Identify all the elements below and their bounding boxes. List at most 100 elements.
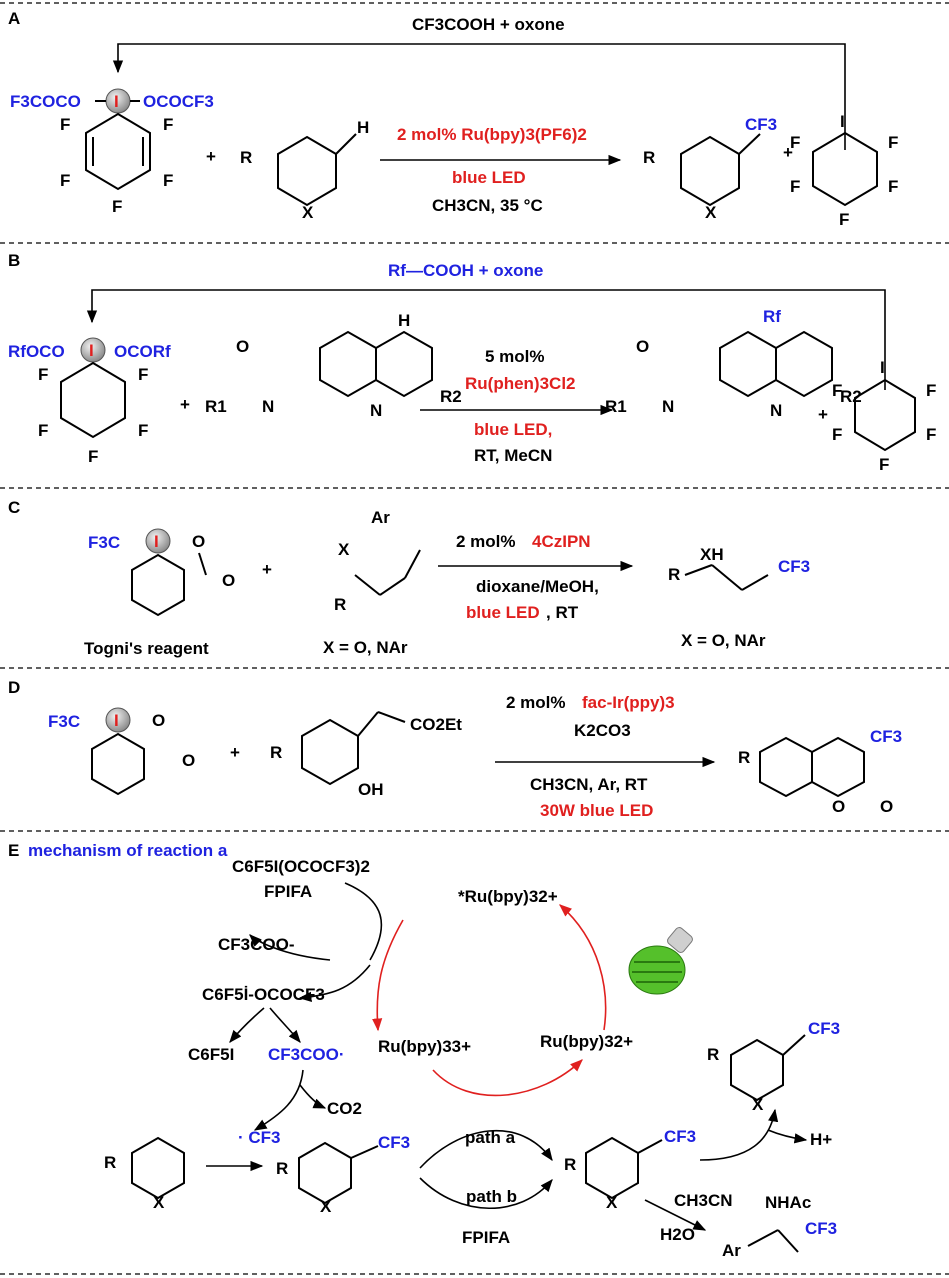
- svg-text:R: R: [564, 1155, 576, 1174]
- svg-text:OCORf: OCORf: [114, 342, 171, 361]
- svg-text:F: F: [60, 115, 70, 134]
- svg-text:+: +: [783, 143, 793, 162]
- svg-text:Ru(bpy)32+: Ru(bpy)32+: [540, 1032, 633, 1051]
- svg-text:N: N: [370, 401, 382, 420]
- svg-text:O: O: [152, 711, 165, 730]
- svg-text:, RT: , RT: [546, 603, 579, 622]
- svg-text:F3C: F3C: [88, 533, 120, 552]
- section-a-conditions: CH3CN, 35 °C: [432, 196, 543, 215]
- svg-text:R: R: [240, 148, 252, 167]
- svg-text:O: O: [880, 797, 893, 816]
- section-b: B Rf—COOH + oxone RfOCO I OCORf F F F F …: [8, 251, 936, 474]
- svg-text:X: X: [320, 1197, 332, 1216]
- svg-text:X: X: [302, 203, 314, 222]
- svg-text:I: I: [840, 112, 845, 131]
- svg-text:F: F: [888, 177, 898, 196]
- svg-text:Ru(bpy)33+: Ru(bpy)33+: [378, 1037, 471, 1056]
- svg-text:E: E: [8, 841, 19, 860]
- svg-text:F: F: [163, 115, 173, 134]
- svg-text:R2: R2: [840, 387, 862, 406]
- svg-text:RfOCO: RfOCO: [8, 342, 65, 361]
- svg-text:X: X: [153, 1193, 165, 1212]
- svg-text:4CzIPN: 4CzIPN: [532, 532, 591, 551]
- svg-text:X = O, NAr: X = O, NAr: [681, 631, 766, 650]
- svg-text:N: N: [770, 401, 782, 420]
- section-b-top-reagents: Rf—COOH + oxone: [388, 261, 543, 280]
- section-a-label: A: [8, 9, 20, 28]
- svg-text:FPIFA: FPIFA: [264, 882, 312, 901]
- svg-text:F: F: [60, 171, 70, 190]
- svg-text:I: I: [114, 711, 119, 730]
- section-a-arene: [277, 135, 337, 207]
- svg-text:fac-Ir(ppy)3: fac-Ir(ppy)3: [582, 693, 675, 712]
- svg-text:C6F5I: C6F5I: [188, 1045, 234, 1064]
- svg-text:path a: path a: [465, 1128, 516, 1147]
- svg-text:I: I: [154, 532, 159, 551]
- section-a-reagent-right: OCOCF3: [143, 92, 214, 111]
- svg-text:O: O: [636, 337, 649, 356]
- section-b-label: B: [8, 251, 20, 270]
- svg-text:R: R: [270, 743, 282, 762]
- svg-text:2 mol%: 2 mol%: [506, 693, 566, 712]
- svg-text:R: R: [668, 565, 680, 584]
- svg-text:F: F: [38, 421, 48, 440]
- excited-ru: *Ru(bpy)32+: [458, 887, 558, 906]
- svg-text:CF3COO·: CF3COO·: [268, 1045, 345, 1064]
- svg-text:RT, MeCN: RT, MeCN: [474, 446, 552, 465]
- svg-text:+: +: [180, 395, 190, 414]
- svg-text:F: F: [926, 425, 936, 444]
- togni-label: Togni's reagent: [84, 639, 209, 658]
- svg-text:+: +: [262, 560, 272, 579]
- section-a-iodine: I: [114, 92, 119, 111]
- svg-text:R1: R1: [205, 397, 227, 416]
- svg-text:F: F: [88, 447, 98, 466]
- section-a-reagent-left: F3COCO: [10, 92, 81, 111]
- svg-text:O: O: [222, 571, 235, 590]
- section-a-product: [680, 135, 740, 207]
- svg-text:CH3CN, Ar, RT: CH3CN, Ar, RT: [530, 775, 648, 794]
- svg-text:+: +: [230, 743, 240, 762]
- svg-text:O: O: [192, 532, 205, 551]
- svg-text:F: F: [839, 210, 849, 229]
- section-c: C F3C I O O Togni's reagent + Ar X R X =…: [8, 498, 810, 658]
- svg-text:F: F: [790, 177, 800, 196]
- svg-text:D: D: [8, 678, 20, 697]
- svg-text:I: I: [89, 341, 94, 360]
- svg-text:I: I: [880, 358, 885, 377]
- svg-text:CF3: CF3: [870, 727, 902, 746]
- svg-text:X: X: [705, 203, 717, 222]
- svg-text:Ar: Ar: [722, 1241, 741, 1260]
- section-a-catalyst: 2 mol% Ru(bpy)3(PF6)2: [397, 125, 587, 144]
- svg-text:F: F: [163, 171, 173, 190]
- svg-text:F: F: [138, 365, 148, 384]
- svg-text:Ru(phen)3Cl2: Ru(phen)3Cl2: [465, 374, 576, 393]
- svg-text:FPIFA: FPIFA: [462, 1228, 510, 1247]
- svg-text:CF3: CF3: [805, 1219, 837, 1238]
- svg-text:X: X: [606, 1193, 618, 1212]
- svg-text:H: H: [357, 118, 369, 137]
- svg-text:CO2Et: CO2Et: [410, 715, 462, 734]
- svg-text:F: F: [832, 425, 842, 444]
- svg-text:N: N: [262, 397, 274, 416]
- svg-text:F: F: [38, 365, 48, 384]
- section-a-c6f5-ring: [85, 112, 151, 191]
- svg-text:CF3: CF3: [378, 1133, 410, 1152]
- svg-text:O: O: [182, 751, 195, 770]
- svg-text:CO2: CO2: [327, 1099, 362, 1118]
- svg-text:OH: OH: [358, 780, 384, 799]
- svg-text:F: F: [112, 197, 122, 216]
- svg-text:2 mol%: 2 mol%: [456, 532, 516, 551]
- svg-text:O: O: [832, 797, 845, 816]
- svg-text:K2CO3: K2CO3: [574, 721, 631, 740]
- section-a: A CF3COOH + oxone F3COCO I OCOCF3 F F F …: [8, 9, 898, 229]
- mechanism-title: mechanism of reaction a: [28, 841, 228, 860]
- svg-text:H: H: [398, 311, 410, 330]
- svg-text:N: N: [662, 397, 674, 416]
- svg-text:+: +: [818, 405, 828, 424]
- svg-text:X = O, NAr: X = O, NAr: [323, 638, 408, 657]
- svg-text:30W blue LED: 30W blue LED: [540, 801, 653, 820]
- svg-text:R: R: [334, 595, 346, 614]
- svg-text:· CF3: · CF3: [238, 1128, 281, 1147]
- svg-text:R: R: [104, 1153, 116, 1172]
